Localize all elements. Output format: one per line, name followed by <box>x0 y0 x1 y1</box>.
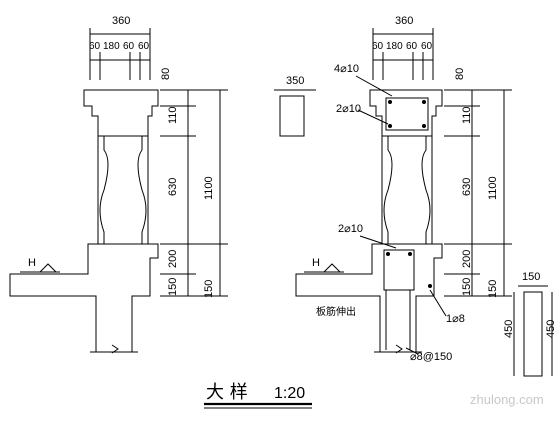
right-sub-dim-1: 60 <box>372 41 384 52</box>
left-total-height: 1100 <box>203 176 215 200</box>
right-rebar-lower: 2⌀10 <box>338 223 363 235</box>
right-total-height: 1100 <box>487 176 499 200</box>
small-section: 350 <box>274 75 316 137</box>
right-sub-dim-4: 60 <box>421 41 433 52</box>
right-sub-dim-3: 60 <box>406 41 418 52</box>
edge-strip: 150 450 450 <box>503 271 557 377</box>
left-vdim-3: 630 <box>167 178 179 196</box>
edge-strip-height-a: 450 <box>503 320 515 338</box>
left-sub-dim-2: 180 <box>103 41 120 52</box>
small-section-width: 350 <box>286 75 304 87</box>
right-rebar-upper: 2⌀10 <box>336 103 361 115</box>
right-level-marker: H <box>312 257 320 269</box>
right-stirrup: ⌀8@150 <box>410 351 452 363</box>
title-scale: 1:20 <box>274 385 305 402</box>
right-side-dim: 150 <box>487 280 499 298</box>
right-detail: 360 60 180 60 60 4⌀10 2⌀10 2⌀10 <box>295 15 512 363</box>
right-vdim-2: 110 <box>461 106 473 124</box>
edge-strip-width: 150 <box>522 271 540 283</box>
watermark: zhulong.com <box>470 392 544 407</box>
left-level-marker: H <box>28 257 36 269</box>
right-top-width: 360 <box>395 15 413 27</box>
left-side-dim: 150 <box>203 280 215 298</box>
left-vdim-1: 80 <box>160 68 172 80</box>
drawing-title: 大 样 1:20 <box>204 382 312 409</box>
right-vdim-3: 630 <box>461 178 473 196</box>
left-vdim-2: 110 <box>167 106 179 124</box>
right-vdim-1: 80 <box>454 68 466 80</box>
right-baluster <box>383 136 431 244</box>
right-top-coping <box>369 89 443 137</box>
right-vdim-5: 150 <box>461 278 473 296</box>
right-vdim-4: 200 <box>461 250 473 268</box>
left-vdim-4: 200 <box>167 250 179 268</box>
left-sub-dim-1: 60 <box>89 41 101 52</box>
small-section-box <box>279 95 305 137</box>
left-baluster <box>99 136 147 244</box>
right-slab-note: 板筋伸出 <box>316 305 356 318</box>
title-text: 大 样 <box>206 382 248 403</box>
edge-strip-height-b: 450 <box>545 320 557 338</box>
right-bar-mid: 1⌀8 <box>446 313 465 325</box>
left-sub-dim-3: 60 <box>123 41 135 52</box>
left-detail: 360 60 180 60 60 H 80 110 630 200 150 11… <box>9 15 228 354</box>
right-sub-dim-2: 180 <box>386 41 403 52</box>
right-rebar-top: 4⌀10 <box>334 63 359 75</box>
left-top-width: 360 <box>112 15 130 27</box>
left-vdim-5: 150 <box>167 278 179 296</box>
left-top-coping <box>83 89 159 137</box>
left-sub-dim-4: 60 <box>138 41 150 52</box>
